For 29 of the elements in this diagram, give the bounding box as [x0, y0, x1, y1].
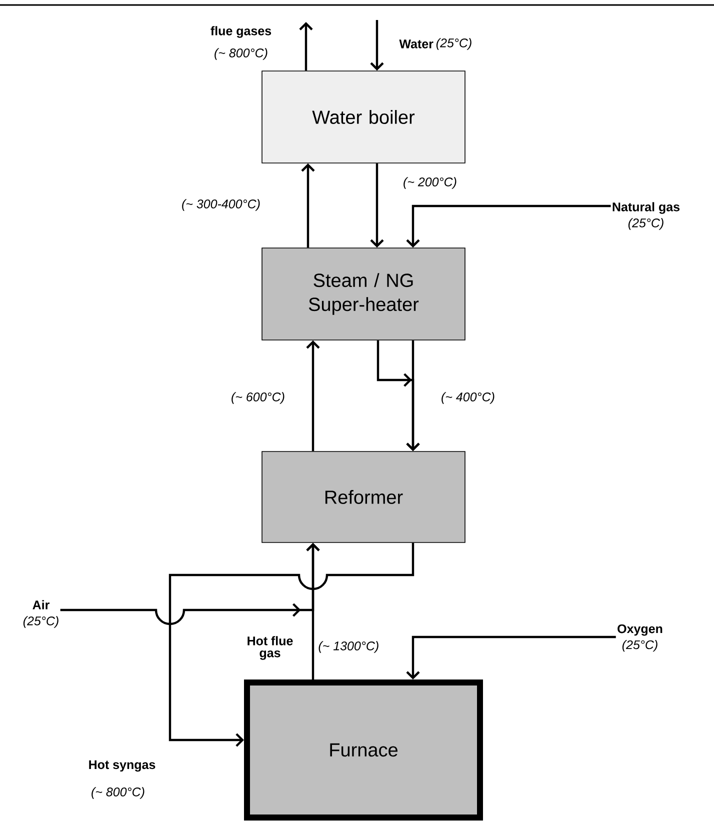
process-box: Water boiler: [262, 70, 466, 164]
furnace-box: Furnace: [244, 680, 483, 820]
stream-label: Oxygen (25°C): [618, 624, 662, 652]
stream-label: (~ 800°C): [92, 787, 144, 799]
flow-arrow: [376, 340, 420, 452]
flow-arrow: [370, 163, 384, 248]
stream-label: Water: [399, 40, 434, 48]
process-box: Steam / NG Super-heater: [262, 248, 466, 340]
flow-arrow: [370, 20, 384, 71]
flow-arrow: [60, 542, 320, 626]
process-box: Reformer: [262, 451, 466, 543]
stream-label: Hot flue gas: [248, 636, 293, 660]
edge-label: (~ 600°C): [230, 391, 286, 405]
stream-label: (25°C): [436, 38, 472, 50]
flow-arrow: [406, 636, 616, 680]
stream-label: Hot syngas: [89, 760, 156, 772]
edge-label: (~ 400°C): [440, 391, 496, 405]
stream-label: (~ 800°C): [214, 48, 268, 60]
flow-arrow: [168, 542, 414, 747]
stream-label: Natural gas (25°C): [612, 202, 680, 230]
flow-arrow: [299, 22, 313, 71]
flow-arrow: [306, 340, 320, 452]
edge-label: (~ 200°C): [402, 176, 458, 190]
flow-arrow: [406, 204, 611, 248]
edge-label: (~ 1300°C): [317, 640, 380, 654]
stream-label: flue gases: [210, 26, 272, 38]
edge-label: (~ 300-400°C): [180, 198, 262, 212]
stream-label: Air (25°C): [23, 600, 58, 628]
flow-arrow: [301, 163, 315, 248]
